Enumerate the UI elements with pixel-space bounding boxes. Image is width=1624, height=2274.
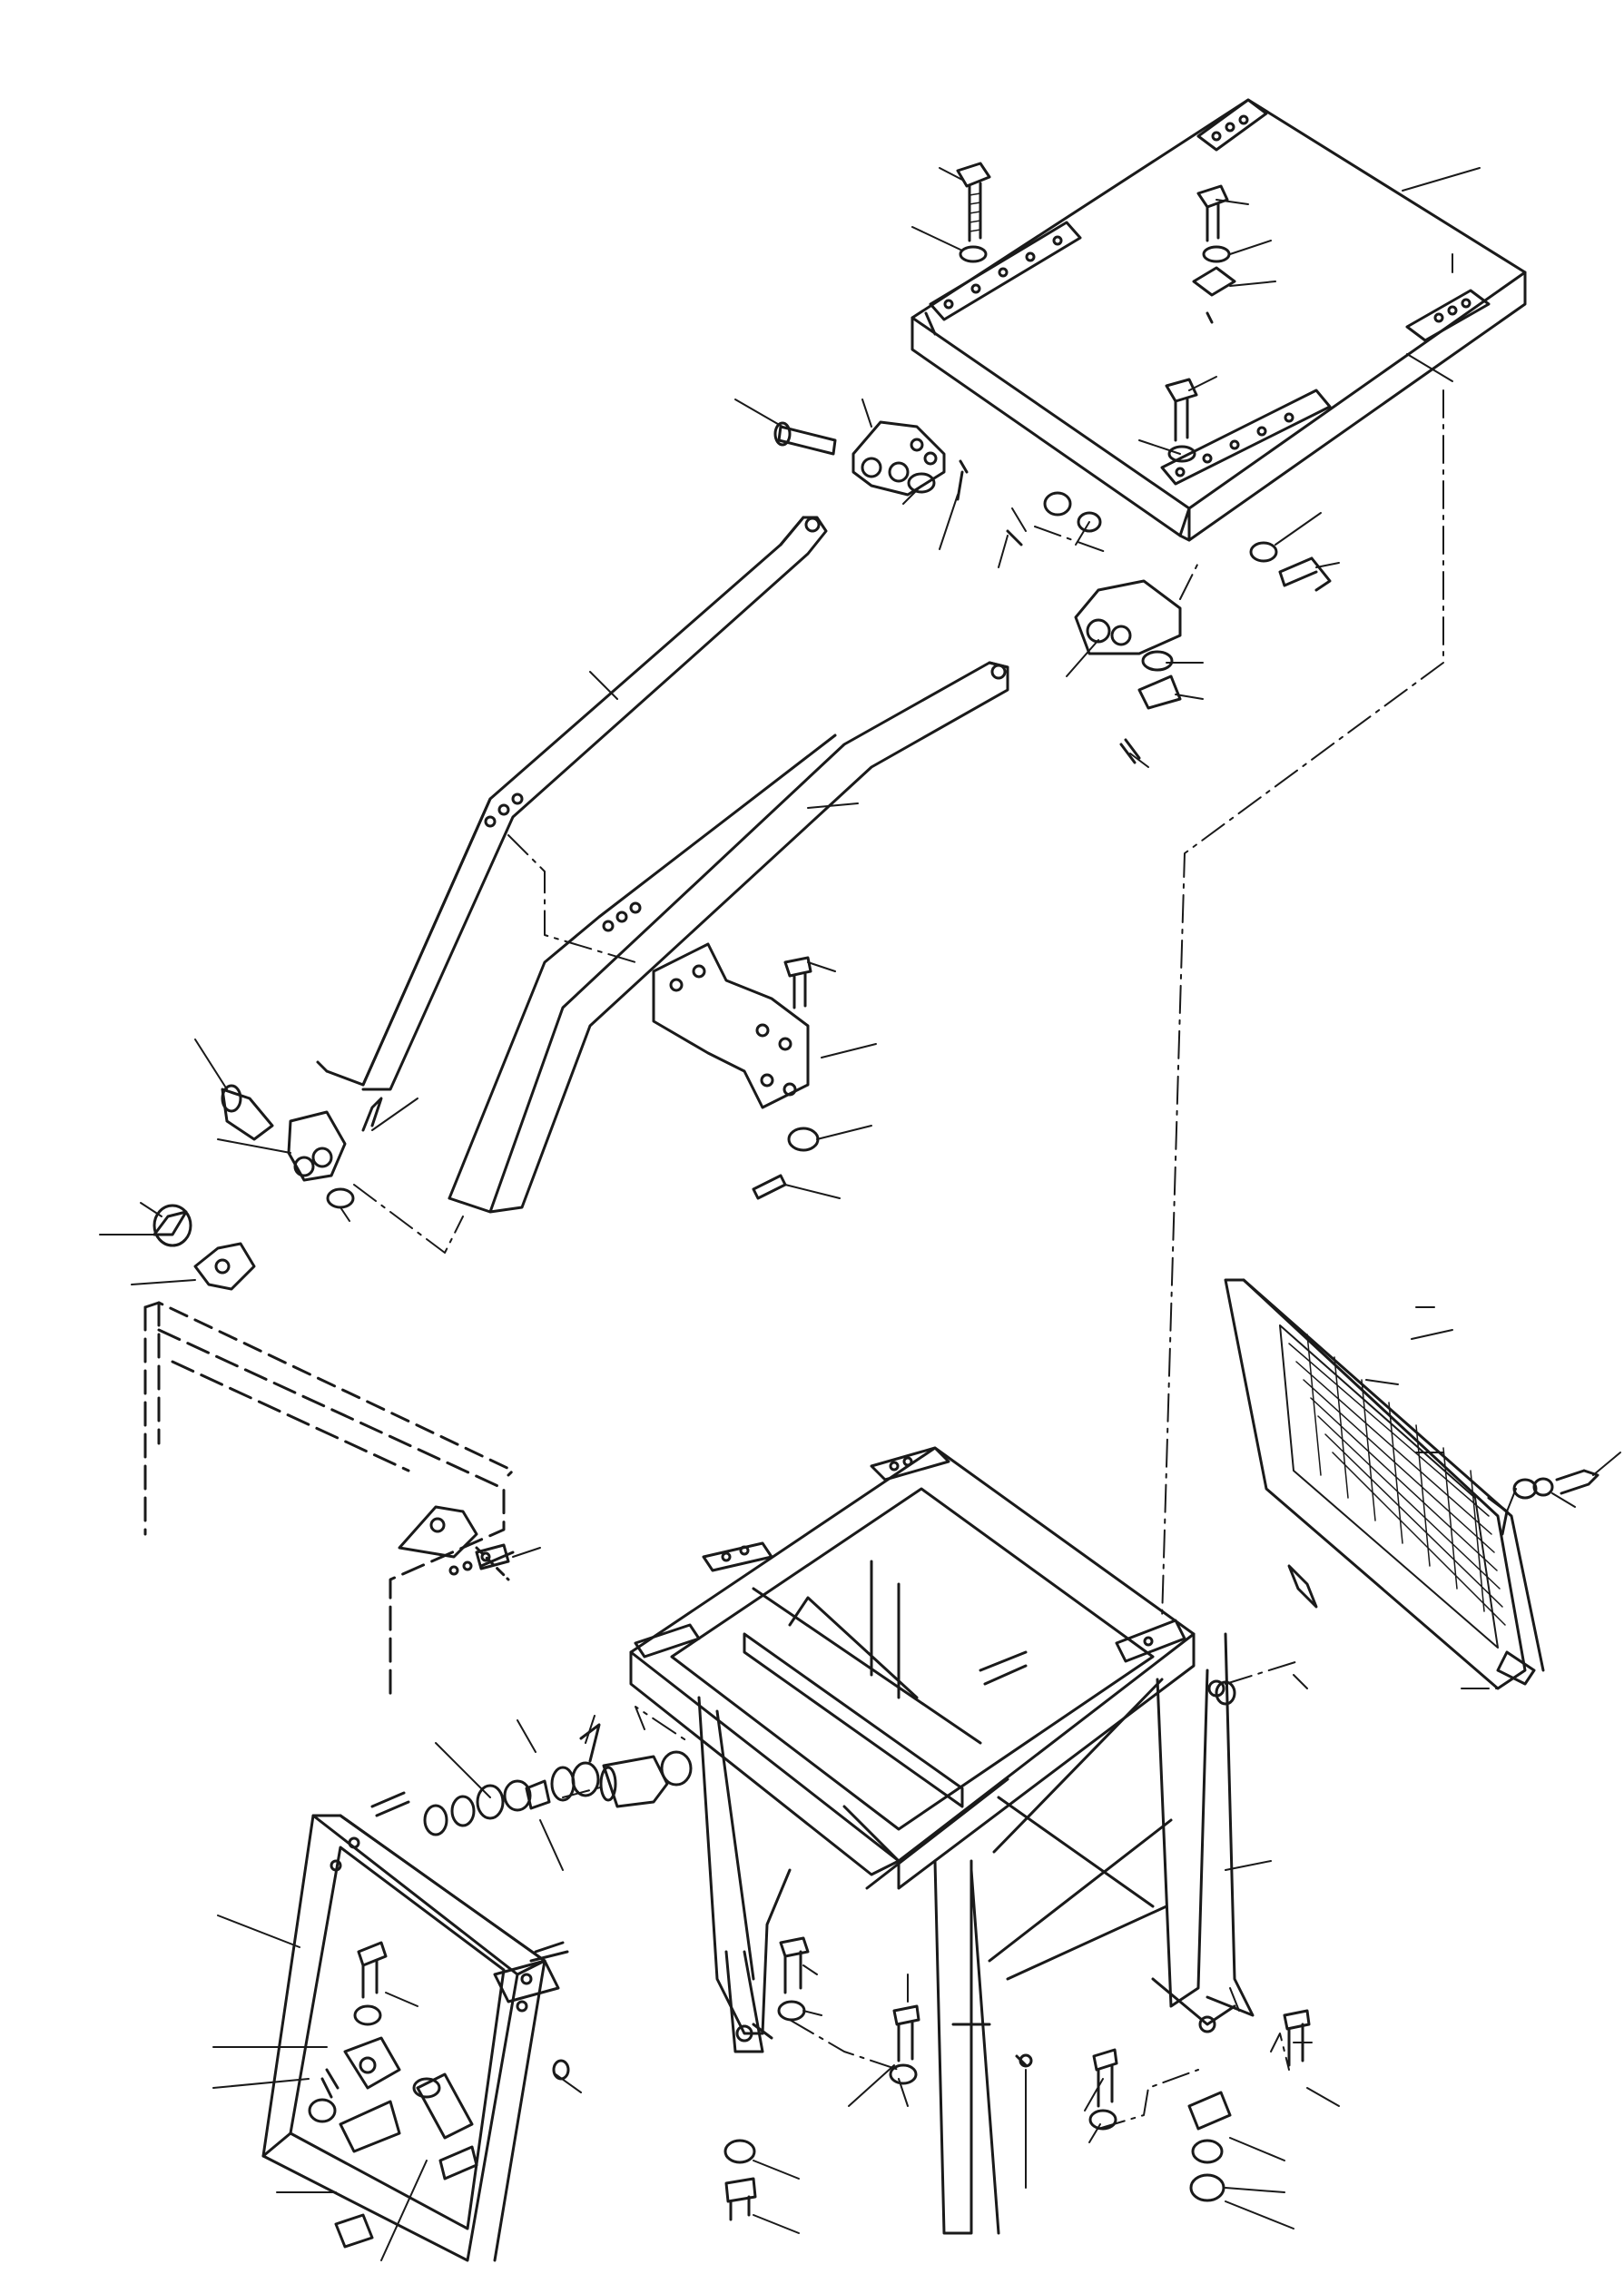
bolt-icon [891,2006,919,2083]
side-frame [263,1793,568,2260]
front-right-post [449,663,1008,1212]
leader-lines [100,168,1620,2260]
bolt-icon [1251,543,1330,590]
left-pin-assembly [222,1086,381,1207]
rear-frame [145,1206,513,1698]
hinge-bracket-right [1076,581,1180,763]
bolt-icon [1166,379,1196,461]
bolt-icon [1090,2050,1117,2129]
lower-bolt-group [725,1938,1309,2220]
mesh-screen-guard [1216,1280,1598,1704]
spring-bushing-assembly [425,1725,691,1835]
front-left-post [318,517,826,1089]
bolt-icon [779,1938,808,2020]
canopy-roof [912,100,1525,540]
bolt-icon [1284,2011,1309,2065]
assembly-centerlines [354,390,1498,2129]
center-crossbrace [654,944,818,1198]
bolt-icon [725,2141,755,2220]
roof-bolt-group [958,163,1330,590]
base-frame [631,1448,1253,2233]
bolt-icon [1194,186,1235,322]
bolt-icon [958,163,989,261]
